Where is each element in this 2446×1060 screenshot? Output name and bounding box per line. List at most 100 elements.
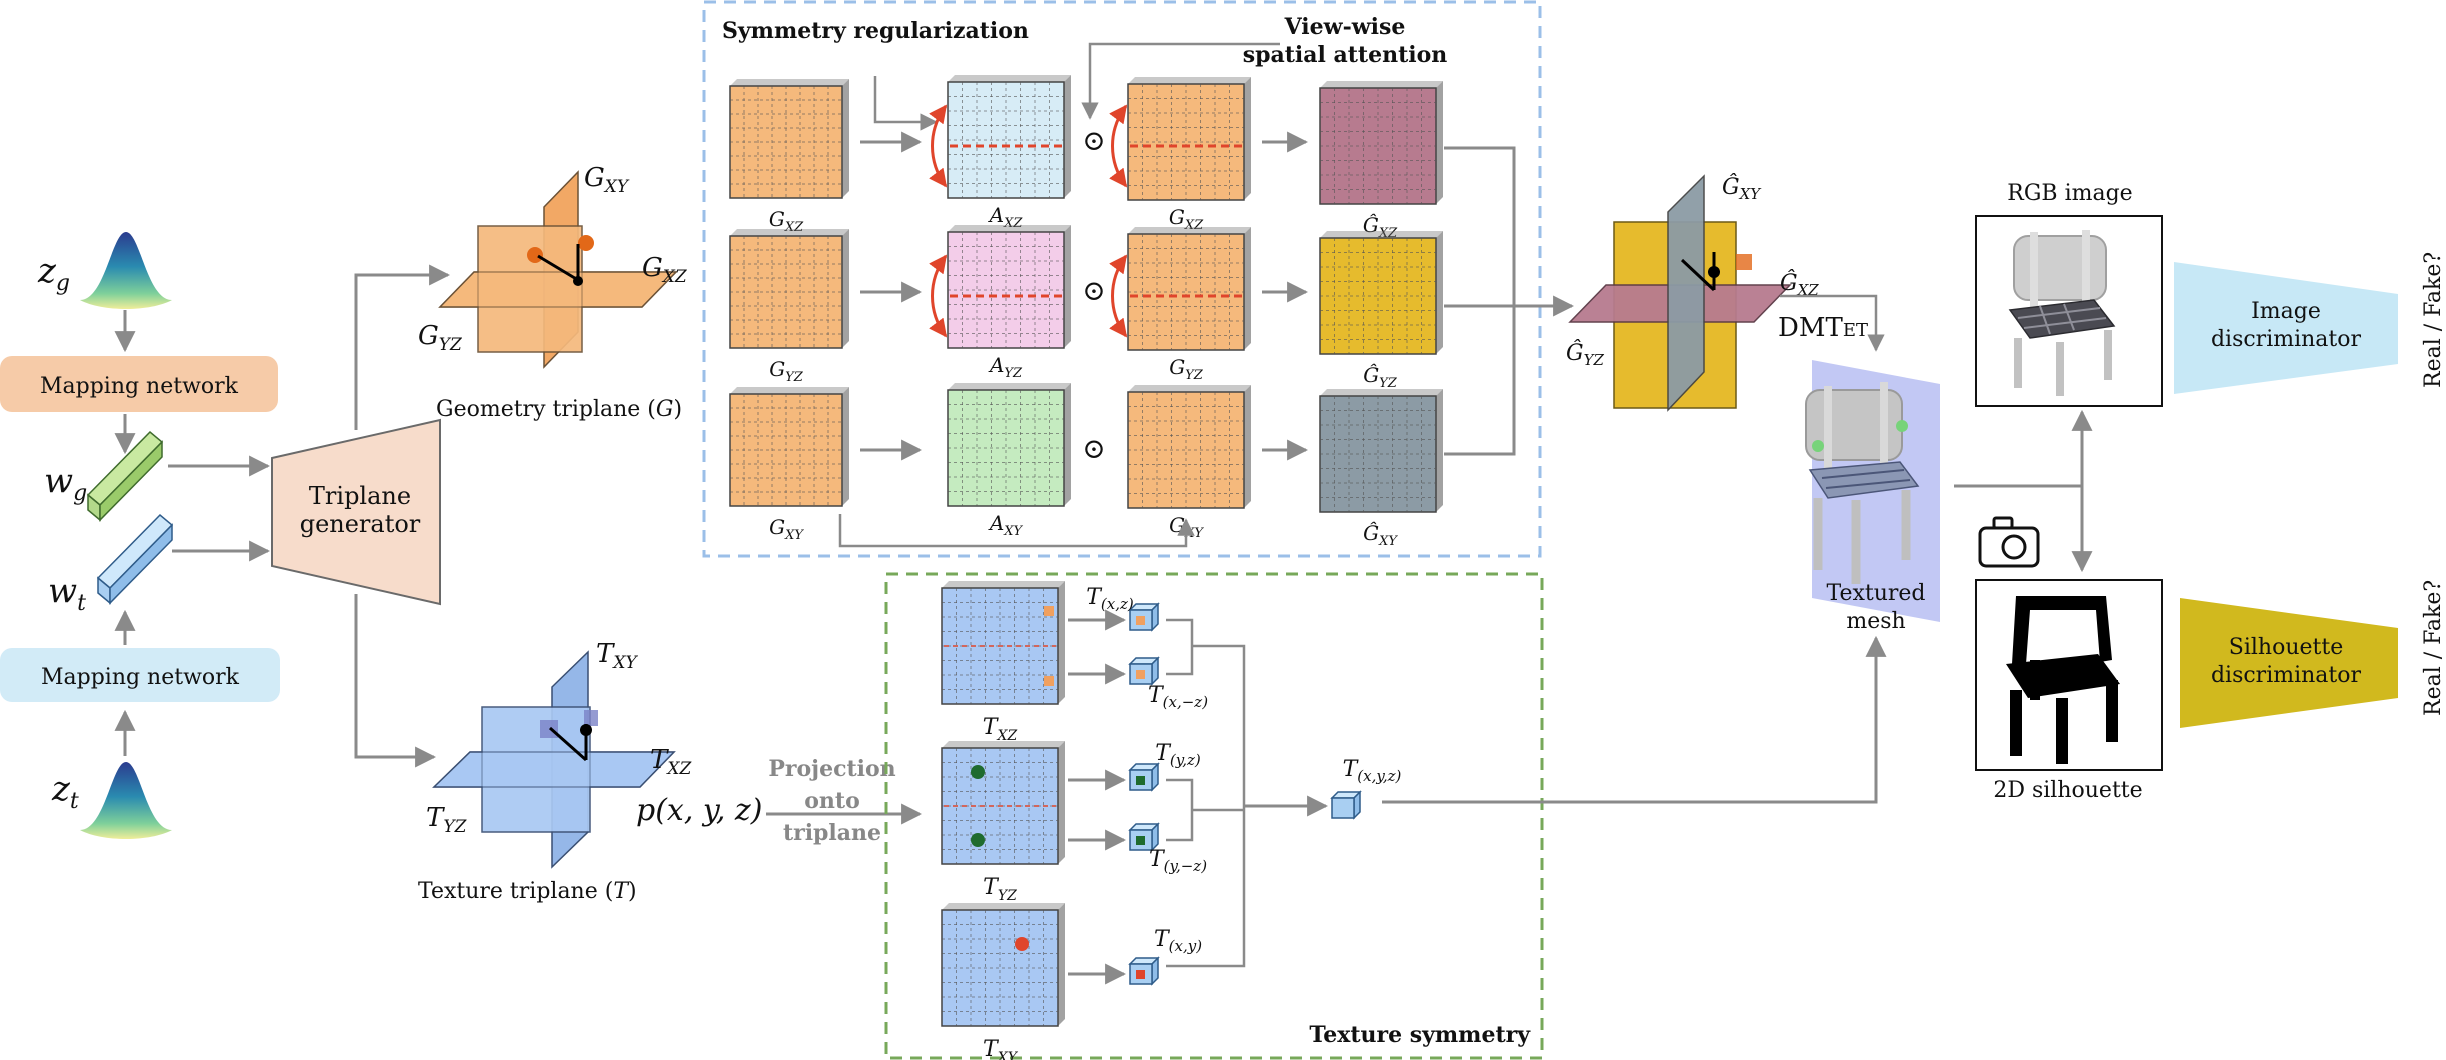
svg-text:wg: wg [44, 461, 87, 506]
a-label-2: AXY [988, 511, 1024, 539]
silhouette-discriminator [2180, 598, 2398, 728]
svg-text:Mapping network: Mapping network [40, 374, 239, 399]
svg-text:GXZ: GXZ [642, 253, 688, 287]
image-discriminator [2174, 262, 2398, 394]
svg-text:triplane: triplane [783, 820, 881, 846]
mapping-network-top [0, 356, 278, 412]
texture-plane-label-0: TXZ [983, 715, 1018, 744]
hadamard-icon: ⊙ [1082, 432, 1105, 465]
svg-text:Symmetry regularization: Symmetry regularization [722, 18, 1029, 44]
a-label-1: AYZ [988, 353, 1023, 381]
sample-cube-1 [1128, 656, 1160, 686]
symmetry-regularization-box [702, 0, 1542, 558]
sample-label-3: T(y,−z) [1149, 847, 1207, 875]
latent-zg: zg [37, 232, 172, 309]
svg-text:Geometry triplane (G): Geometry triplane (G) [436, 397, 682, 422]
texture-plane-yz [941, 741, 1065, 865]
svg-text:TXZ: TXZ [650, 745, 692, 779]
texture-plane-label-2: TXY [983, 1037, 1019, 1060]
svg-text:2D silhouette: 2D silhouette [1993, 778, 2142, 803]
latent-zt: zt [51, 762, 172, 839]
hadamard-icon: ⊙ [1082, 124, 1105, 157]
svg-text:zg: zg [37, 251, 70, 296]
svg-text:GYZ: GYZ [418, 321, 463, 355]
sample-cube-4 [1128, 956, 1160, 986]
svg-text:GXY: GXY [584, 163, 630, 197]
gaussian-icon-zt [80, 762, 172, 839]
sample-label-2: T(y,z) [1155, 741, 1201, 769]
real-fake-top: Real / Fake? [2421, 252, 2446, 388]
output-feature-cube [1330, 790, 1362, 820]
g-copy-xy [1127, 385, 1251, 509]
svg-text:wt: wt [48, 571, 86, 616]
attention-map-xy [947, 383, 1071, 507]
mapping-network-bottom [0, 648, 280, 702]
sample-cube-2 [1128, 762, 1160, 792]
g-plane-yz [729, 229, 849, 349]
svg-text:onto: onto [804, 788, 860, 814]
a-label-0: AXZ [988, 203, 1024, 231]
latent-wt: wt [48, 513, 174, 616]
g-plane-xz [729, 79, 849, 199]
sample-label-0: T(x,z) [1086, 585, 1134, 613]
sample-cube-0 [1128, 602, 1160, 632]
g-hat-xz [1319, 81, 1443, 205]
svg-text:ĜXY: ĜXY [1722, 173, 1762, 203]
svg-text:Texture triplane (T): Texture triplane (T) [418, 879, 637, 904]
g-label-2: GXY [769, 515, 804, 543]
textured-mesh [1805, 360, 1940, 622]
svg-text:p(x, y, z): p(x, y, z) [636, 793, 762, 828]
attention-map-yz [947, 225, 1071, 349]
latent-wg: wg [44, 430, 164, 522]
symmetric-triplane-3d [1568, 174, 1792, 412]
rgb-chair-render [2008, 230, 2116, 396]
triplane-generator [271, 418, 441, 606]
svg-text:Projection: Projection [768, 756, 895, 782]
svg-text:View-wise: View-wise [1284, 14, 1406, 40]
svg-text:ĜXZ: ĜXZ [1780, 269, 1819, 299]
g-hat-yz [1319, 231, 1443, 355]
real-fake-bottom: Real / Fake? [2421, 580, 2446, 716]
g-plane-xy [729, 387, 849, 507]
sample-label-1: T(x,−z) [1148, 683, 1208, 711]
svg-text:TYZ: TYZ [426, 803, 468, 837]
svg-text:Textured: Textured [1826, 581, 1925, 606]
svg-text:generator: generator [300, 510, 421, 538]
g-copy-xz [1127, 77, 1251, 201]
g-hat-xy [1319, 389, 1443, 513]
gaussian-icon-zg [80, 232, 172, 309]
texture-triplane-3d [432, 650, 676, 869]
svg-text:Texture symmetry: Texture symmetry [1309, 1022, 1531, 1048]
hadamard-icon: ⊙ [1082, 274, 1105, 307]
svg-text:ĜYZ: ĜYZ [1566, 339, 1604, 369]
attention-map-xz [947, 75, 1071, 199]
svg-text:Image: Image [2251, 299, 2321, 324]
svg-text:spatial attention: spatial attention [1243, 42, 1448, 68]
g-hat-label-1: ĜYZ [1363, 362, 1398, 391]
svg-text:RGB image: RGB image [2007, 181, 2132, 206]
svg-text:discriminator: discriminator [2211, 663, 2362, 688]
g-copy-label-1: GYZ [1169, 355, 1204, 383]
svg-text:Triplane: Triplane [309, 482, 411, 510]
sample-cube-3 [1128, 822, 1160, 852]
svg-text:TXY: TXY [596, 639, 638, 673]
silhouette-render [2006, 596, 2120, 764]
output-feature-label: T(x,y,z) [1343, 757, 1402, 785]
svg-text:Silhouette: Silhouette [2229, 635, 2343, 660]
g-hat-label-2: ĜXY [1363, 520, 1398, 549]
geometry-triplane-3d [438, 170, 678, 369]
svg-text:DMTET: DMTET [1778, 313, 1868, 343]
svg-text:zt: zt [51, 769, 79, 814]
svg-text:Mapping network: Mapping network [41, 665, 240, 690]
g-label-0: GXZ [769, 207, 804, 235]
texture-plane-xy [941, 903, 1065, 1027]
texture-symmetry-box [884, 572, 1544, 1060]
g-copy-yz [1127, 227, 1251, 351]
svg-text:mesh: mesh [1846, 609, 1905, 634]
g-label-1: GYZ [769, 357, 804, 385]
sample-label-4: T(x,y) [1154, 927, 1202, 955]
g-copy-label-0: GXZ [1169, 205, 1204, 233]
texture-plane-label-1: TYZ [983, 875, 1017, 904]
svg-text:discriminator: discriminator [2211, 327, 2362, 352]
